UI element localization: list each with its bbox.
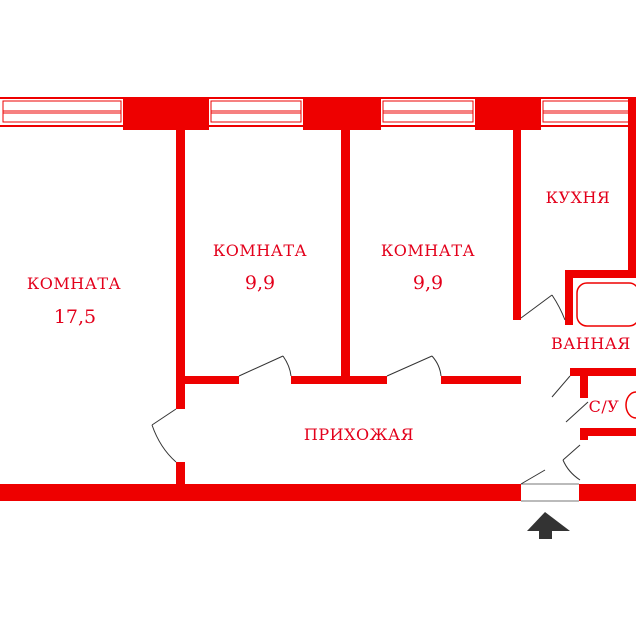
toilet-icon <box>625 391 636 419</box>
room-area: 9,9 <box>245 272 275 294</box>
wall-pier <box>628 97 636 130</box>
door-room-middle <box>238 355 292 377</box>
sink-icon <box>629 224 636 260</box>
door-toilet <box>565 401 589 423</box>
room-label: КОМНАТА <box>213 241 307 260</box>
bottom-outer-wall <box>0 484 636 501</box>
toilet-label: С/У <box>589 397 620 416</box>
kitchen-label: КУХНЯ <box>546 188 611 207</box>
room-area: 9,9 <box>413 272 443 294</box>
room-label: КОМНАТА <box>381 241 475 260</box>
room-area: 17,5 <box>54 306 96 328</box>
interior-walls <box>176 130 636 486</box>
entrance-threshold <box>521 483 579 502</box>
bathtub-icon <box>576 282 636 327</box>
wall-pier <box>123 97 209 130</box>
wall-pier <box>303 97 381 130</box>
door-room-large <box>151 408 177 463</box>
hallway-label: ПРИХОЖАЯ <box>304 425 414 444</box>
door-toilet-lower <box>562 444 581 481</box>
top-window-strip <box>0 97 636 130</box>
wet-block-walls <box>565 270 636 440</box>
door-room-right <box>386 355 442 377</box>
entrance-arrow-icon <box>527 512 570 539</box>
doors <box>151 294 589 485</box>
door-entrance <box>520 469 546 485</box>
wall-pier <box>475 97 541 130</box>
door-kitchen <box>520 294 566 321</box>
bathroom-label: ВАННАЯ <box>551 334 631 353</box>
door-bathroom <box>551 375 571 398</box>
stove-icon <box>629 137 636 183</box>
room-label: КОМНАТА <box>27 274 121 293</box>
